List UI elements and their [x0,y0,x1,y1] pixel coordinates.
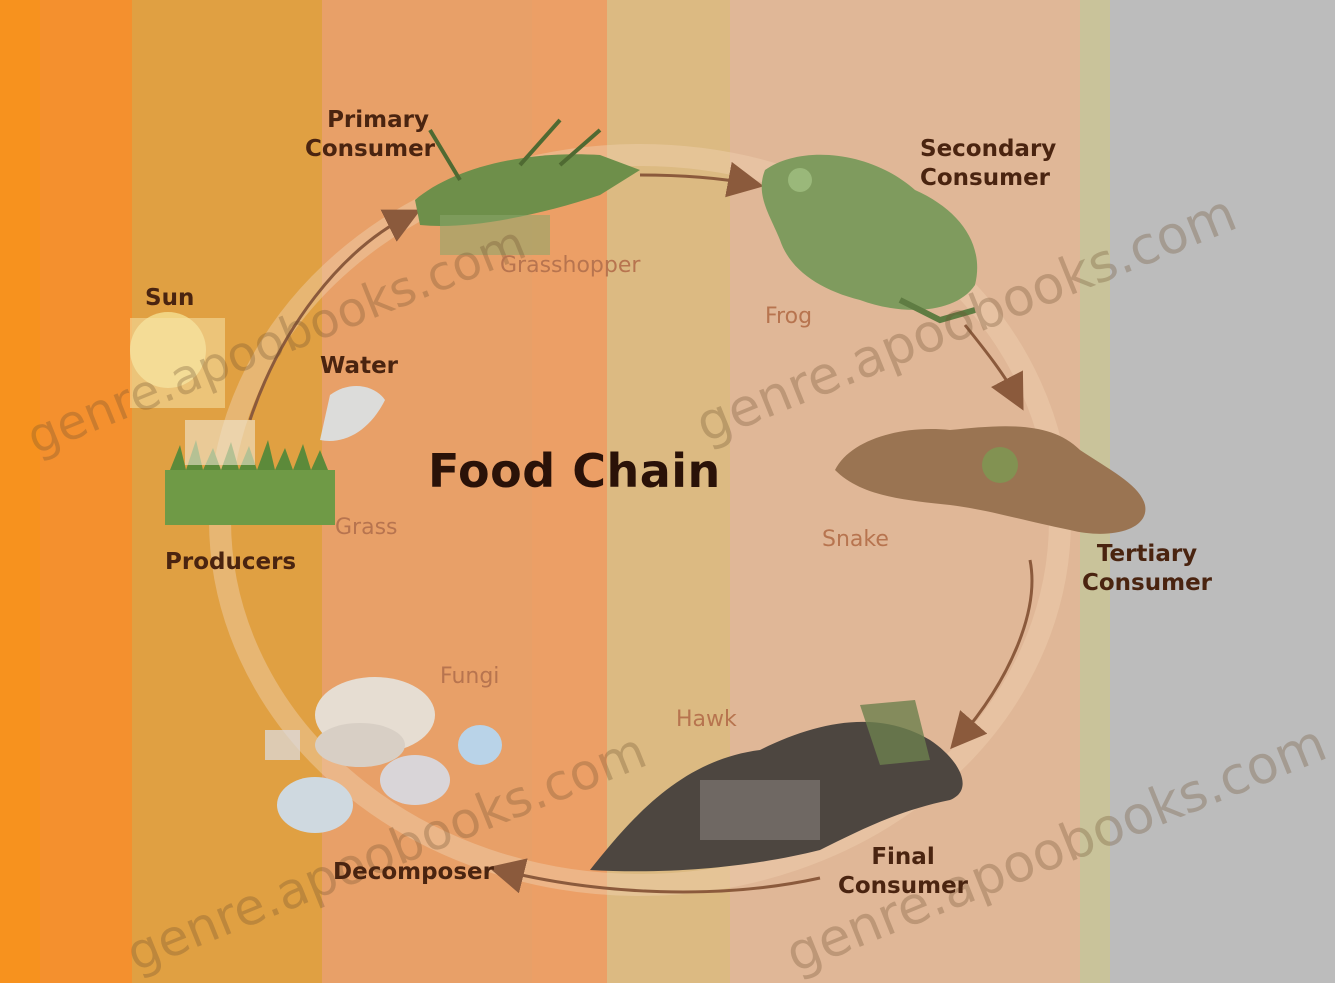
label-water: Water [320,352,398,381]
label-tertiary-line1: Tertiary [1082,540,1212,569]
label-snake: Snake [822,526,889,554]
grass-icon [165,420,335,525]
label-fungi: Fungi [440,663,499,691]
arrow-primary-to-secondary [640,175,752,184]
label-tertiary-line2: Consumer [1082,569,1212,598]
grasshopper-icon [415,120,640,255]
label-secondary-line2: Consumer [920,164,1056,193]
snake-icon [835,426,1145,534]
label-primary-consumer: Primary Consumer [305,106,435,164]
label-frog: Frog [765,303,812,331]
label-secondary-consumer: Secondary Consumer [920,135,1056,193]
label-tertiary-consumer: Tertiary Consumer [1082,540,1212,598]
label-primary-line1: Primary [305,106,435,135]
label-final-consumer: Final Consumer [838,843,968,901]
label-primary-line2: Consumer [305,135,435,164]
label-secondary-line1: Secondary [920,135,1056,164]
label-producers: Producers [165,548,296,577]
label-decomposer: Decomposer [333,858,494,887]
diagram-title: Food Chain [428,444,721,498]
label-grass: Grass [335,514,398,542]
label-grasshopper: Grasshopper [500,252,640,280]
water-icon [320,386,385,441]
label-hawk: Hawk [676,706,737,734]
label-final-line1: Final [838,843,968,872]
label-final-line2: Consumer [838,872,968,901]
label-sun: Sun [145,284,194,313]
